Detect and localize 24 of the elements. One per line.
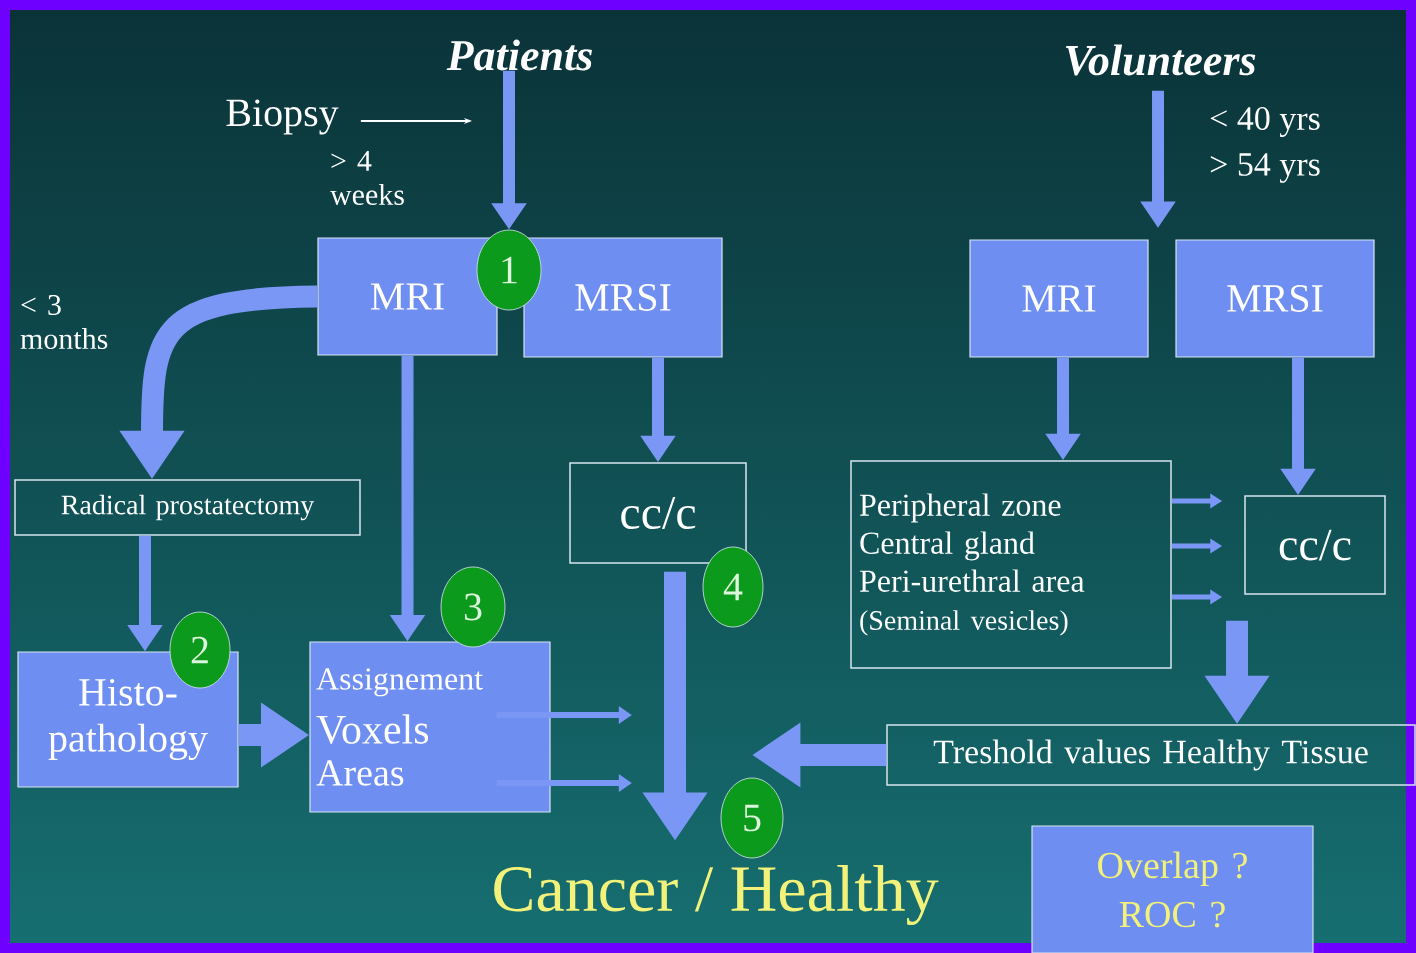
result-text: Cancer / Healthy <box>494 865 939 926</box>
process-box: MRI <box>317 237 498 356</box>
process-box: MRI <box>969 239 1149 358</box>
step-number-badge: 3 <box>440 566 506 648</box>
question-box: Overlap ? ROC ? <box>1031 825 1314 953</box>
process-box: MRSI <box>1175 239 1375 358</box>
process-box: Assignement Voxels Areas <box>309 641 551 813</box>
edge-label: > 4 weeks <box>330 151 404 206</box>
age-range-text: < 40 yrs <box>1210 107 1320 137</box>
step-number-badge: 5 <box>720 777 784 859</box>
step-number-badge: 4 <box>702 546 764 628</box>
region-list-box: Peripheral zone Central gland Peri-urethral area (Seminal vesicles) <box>850 460 1172 669</box>
process-box: cc/c <box>569 462 747 564</box>
process-box: MRSI <box>523 237 723 358</box>
edge-label: < 3 months <box>20 294 108 350</box>
heading-text: Volunteers <box>1066 44 1256 76</box>
step-number-badge: 2 <box>169 611 231 689</box>
age-range-text: > 54 yrs <box>1210 153 1320 183</box>
process-box: Radical prostatectomy <box>14 479 361 536</box>
step-number-badge: 1 <box>476 229 542 311</box>
process-box: Treshold values Healthy Tissue <box>886 724 1416 786</box>
step-text: Biopsy <box>226 99 339 135</box>
heading-text: Patients <box>446 39 592 71</box>
process-box: cc/c <box>1244 495 1386 595</box>
